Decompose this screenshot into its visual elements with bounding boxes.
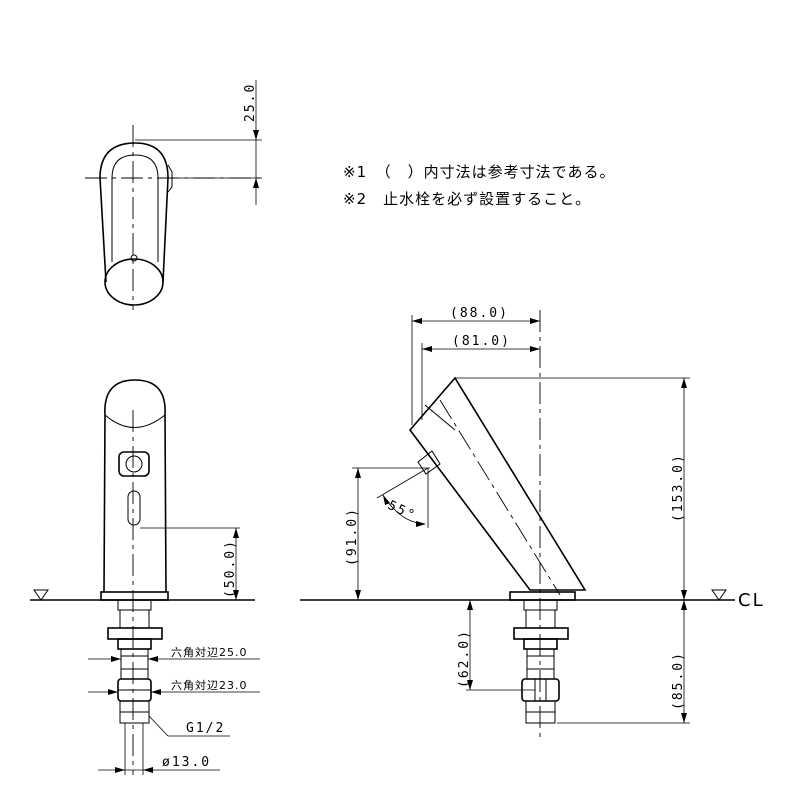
dim-below-total: (85.0) xyxy=(671,651,686,710)
front-shank-top xyxy=(117,599,152,611)
dim-below-lower: (62.0) xyxy=(457,629,472,688)
side-lock-nut xyxy=(513,627,569,640)
dim-91-arrow-top xyxy=(355,468,361,478)
side-base-flange xyxy=(509,591,576,601)
top-view-base-edge xyxy=(167,164,173,193)
dim-91-arrow-bottom xyxy=(355,590,361,600)
dim-dia-arrow-left xyxy=(115,767,125,773)
side-shank-top xyxy=(523,599,558,611)
top-view-spout-end xyxy=(104,258,164,306)
top-view-body-right xyxy=(162,177,169,283)
dim-88-arrow-right xyxy=(530,318,540,324)
dim-total-height: (153.0) xyxy=(671,453,686,522)
dim-81-arrow-left xyxy=(422,346,432,352)
dim-62-arrow-top xyxy=(467,600,473,610)
side-hex-upper-body xyxy=(526,648,555,680)
front-view: (50.0) 六角対辺25.0 六角対辺23.0 G1/2 ø13.0 xyxy=(88,379,260,775)
dim-angle: 55° xyxy=(385,498,418,524)
dim-hex25-arrow-right xyxy=(148,656,158,662)
dim-85-arrow-bottom xyxy=(681,713,687,723)
dim-dia-arrow-right xyxy=(143,767,153,773)
side-body-outline xyxy=(408,376,587,591)
front-sensor-window xyxy=(118,451,150,477)
front-body-top xyxy=(104,379,166,416)
front-base-flange xyxy=(100,591,169,601)
dim-25-arrow-top xyxy=(253,130,259,140)
dim-front-height: (50.0) xyxy=(223,539,238,598)
dim-81-arrow-right xyxy=(530,346,540,352)
front-indicator-slot xyxy=(127,490,141,526)
dim-sensor-height: (91.0) xyxy=(345,507,360,566)
side-body-axis xyxy=(439,399,561,596)
dim-angle-arrow-1 xyxy=(383,495,390,505)
dim-hex23-arrow-left xyxy=(108,689,118,695)
dim-153-arrow-top xyxy=(681,378,687,388)
level-mark-left xyxy=(33,589,49,601)
front-body-right xyxy=(164,414,167,593)
dim-thread: G1/2 xyxy=(186,721,225,736)
top-view-spout-inner-arc xyxy=(111,154,159,179)
side-washer xyxy=(523,638,558,650)
dim-angle-leg xyxy=(376,467,429,499)
top-view-spout-arc xyxy=(99,142,169,179)
front-sensor-lens xyxy=(125,455,143,473)
front-body-left xyxy=(103,414,106,593)
top-view: 25.0 xyxy=(85,80,262,310)
top-view-body-left xyxy=(99,177,107,283)
dim-hex25-arrow-left xyxy=(111,656,121,662)
dim-hex-lower: 六角対辺23.0 xyxy=(171,678,248,692)
note-stop-valve: ※2 止水栓を必ず設置すること。 xyxy=(343,190,591,208)
side-body-face xyxy=(424,404,456,431)
dim-reach-outer: (88.0) xyxy=(450,306,509,321)
level-mark-right xyxy=(711,589,727,601)
front-lock-nut xyxy=(107,627,163,640)
dim-angle-arrow-2 xyxy=(416,521,426,527)
dim-reach-inner: (81.0) xyxy=(452,334,511,349)
dim-hex-upper: 六角対辺25.0 xyxy=(171,645,248,659)
dim-88-arrow-left xyxy=(412,318,422,324)
front-washer xyxy=(117,638,152,650)
dim-diameter: ø13.0 xyxy=(162,755,211,770)
dim-thread-leader xyxy=(148,715,169,737)
centerline-label: CL xyxy=(738,590,765,611)
dim-top-offset: 25.0 xyxy=(243,83,258,122)
dim-hex23-arrow-right xyxy=(151,689,161,695)
dim-85-arrow-top xyxy=(681,600,687,610)
top-view-outlet xyxy=(130,254,138,262)
dim-50-arrow-top xyxy=(233,528,239,538)
side-sensor xyxy=(417,450,441,475)
front-body-shoulder xyxy=(104,414,166,428)
dim-25-arrow-bottom xyxy=(253,178,259,188)
dim-153-arrow-bottom xyxy=(681,590,687,600)
note-reference-dimensions: ※1 （ ）内寸法は参考寸法である。 xyxy=(343,163,615,181)
front-hex-upper-body xyxy=(120,648,149,680)
dim-50-arrow-bottom xyxy=(233,590,239,600)
side-view: CL (88.0) (81.0) xyxy=(300,306,765,740)
dim-62-arrow-bottom xyxy=(467,680,473,690)
